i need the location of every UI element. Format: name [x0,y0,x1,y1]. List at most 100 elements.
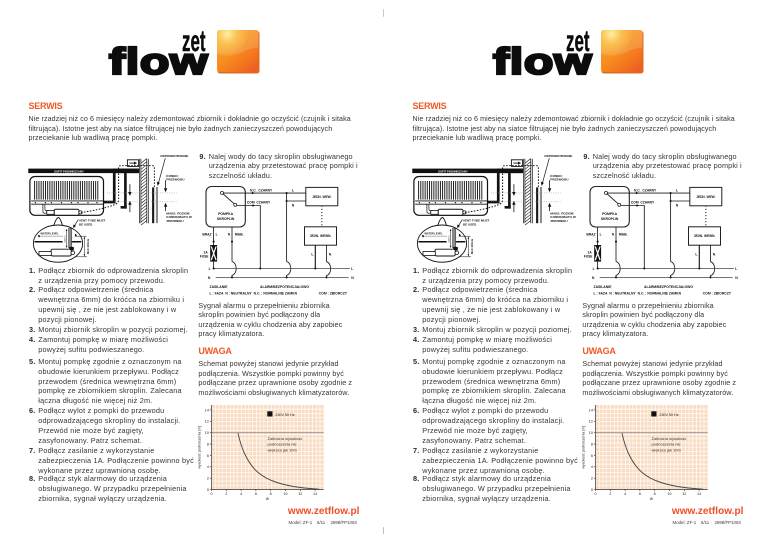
svg-text:N: N [329,252,332,256]
svg-text:KONIEC: KONIEC [550,174,563,178]
svg-text:4: 4 [591,465,593,469]
svg-text:4: 4 [240,492,242,496]
svg-text:większa jak 10m: większa jak 10m [268,447,298,452]
svg-text:SUFIT PODWIESZANY: SUFIT PODWIESZANY [54,169,84,173]
svg-text:L: L [676,188,679,192]
svg-text:SUFIT PODWIESZANY: SUFIT PODWIESZANY [438,169,468,173]
svg-text:110mm: 110mm [64,235,66,242]
svg-text:0: 0 [594,492,596,496]
svg-text:4: 4 [207,465,209,469]
svg-text:L: L [695,252,698,256]
svg-text:NIEB.: NIEB. [235,232,244,236]
svg-text:N: N [208,276,211,280]
svg-text:8: 8 [591,442,593,446]
svg-text:MAKS. POZIOM: MAKS. POZIOM [550,211,573,215]
svg-text:10: 10 [667,492,671,496]
svg-text:l/h: l/h [266,497,270,501]
svg-text:ZBIORNIKU: ZBIORNIKU [166,219,184,223]
svg-text:JEDN. WEWN.: JEDN. WEWN. [310,234,332,238]
svg-text:Zalecana wysokość: Zalecana wysokość [652,436,687,441]
svg-text:FUSE: FUSE [584,255,593,259]
svg-text:110mm: 110mm [448,235,450,242]
svg-text:wysokość podnoszenia [m]: wysokość podnoszenia [m] [581,426,585,469]
svg-text:POMPKA: POMPKA [602,212,617,216]
svg-text:L : FAZA N : NEUTRALNY N.C.: L : FAZA N : NEUTRALNY N.C. : NORMALNIE … [210,292,298,296]
svg-text:L: L [209,267,212,271]
svg-text:2: 2 [207,476,209,480]
svg-text:N: N [351,276,354,280]
svg-text:BRĄZ: BRĄZ [202,232,211,236]
svg-text:L : FAZA N : NEUTRALNY N.C.: L : FAZA N : NEUTRALNY N.C. : NORMALNIE … [594,292,682,296]
svg-text:BE USED: BE USED [79,223,93,227]
svg-text:L: L [351,267,354,271]
svg-text:JEDN. WEWN.: JEDN. WEWN. [694,234,716,238]
svg-text:N: N [592,276,595,280]
svg-text:COM CZARNY: COM CZARNY [247,200,271,204]
svg-text:ZASILANIE: ZASILANIE [594,285,613,289]
svg-text:230V 50 Hz: 230V 50 Hz [659,413,678,417]
svg-text:PRZEWODU: PRZEWODU [550,178,569,182]
svg-text:6: 6 [639,492,641,496]
svg-text:PRZEWODU: PRZEWODU [166,178,185,182]
svg-text:KONDENSATU W: KONDENSATU W [550,215,575,219]
svg-text:N: N [713,252,716,256]
svg-text:l/h: l/h [650,497,654,501]
svg-text:ZASILANIE: ZASILANIE [210,285,229,289]
svg-text:2: 2 [225,492,227,496]
svg-text:8: 8 [270,492,272,496]
svg-text:L: L [735,267,738,271]
svg-text:SKROPLIN: SKROPLIN [601,217,619,221]
svg-text:VENT TUBE MUST: VENT TUBE MUST [463,219,490,223]
svg-text:wysokość podnoszenia [m]: wysokość podnoszenia [m] [197,426,201,469]
svg-text:6: 6 [255,492,257,496]
svg-text:POMPKA: POMPKA [218,212,233,216]
svg-text:ODPOWIETRZENIE: ODPOWIETRZENIE [544,154,572,158]
svg-text:12: 12 [589,420,593,424]
svg-text:14: 14 [313,492,317,496]
svg-text:Zalecana wysokość: Zalecana wysokość [268,436,303,441]
svg-text:0: 0 [207,488,209,492]
svg-text:1A: 1A [204,250,209,254]
svg-text:N: N [292,203,295,207]
svg-text:12: 12 [682,492,686,496]
svg-text:JEDN. WEW.: JEDN. WEW. [312,195,331,199]
svg-text:14: 14 [697,492,701,496]
svg-text:2: 2 [591,476,593,480]
svg-text:0: 0 [591,488,593,492]
svg-text:MAX 110mm: MAX 110mm [86,238,90,254]
svg-text:BRĄZ: BRĄZ [586,232,595,236]
svg-text:KONIEC: KONIEC [166,174,179,178]
svg-text:N: N [612,232,615,236]
svg-text:6: 6 [591,454,593,458]
svg-text:14: 14 [589,408,593,412]
svg-text:ODPOWIETRZENIE: ODPOWIETRZENIE [160,154,188,158]
svg-text:10: 10 [283,492,287,496]
svg-text:ALARM/BEZPOTENCJAŁOWO: ALARM/BEZPOTENCJAŁOWO [644,285,693,289]
svg-text:230V 50 Hz: 230V 50 Hz [275,413,294,417]
svg-text:L: L [311,252,314,256]
svg-text:0: 0 [210,492,212,496]
svg-text:JEDN. WEW.: JEDN. WEW. [696,195,715,199]
svg-text:8: 8 [207,442,209,446]
svg-text:COM : ZBIORCZY: COM : ZBIORCZY [703,292,732,296]
svg-text:N: N [228,232,231,236]
svg-text:2: 2 [609,492,611,496]
svg-text:N.C. CZARNY: N.C. CZARNY [250,188,273,192]
svg-text:KONDENSATU W: KONDENSATU W [166,215,191,219]
svg-text:1A: 1A [588,250,593,254]
svg-text:BE USED: BE USED [463,223,477,227]
svg-text:COM CZARNY: COM CZARNY [631,200,655,204]
svg-text:SKROPLIN: SKROPLIN [217,217,235,221]
svg-text:10: 10 [589,431,593,435]
svg-text:FUSE: FUSE [200,255,209,259]
svg-text:14: 14 [205,408,209,412]
svg-text:L: L [292,188,295,192]
svg-text:WATER LEVEL: WATER LEVEL [425,231,444,235]
svg-text:podnoszenia nie: podnoszenia nie [652,442,682,447]
svg-text:większa jak 10m: większa jak 10m [652,447,682,452]
svg-text:12: 12 [205,420,209,424]
svg-text:MAX 110mm: MAX 110mm [470,238,474,254]
svg-text:10: 10 [205,431,209,435]
svg-text:VENT TUBE MUST: VENT TUBE MUST [79,219,106,223]
svg-text:N: N [735,276,738,280]
